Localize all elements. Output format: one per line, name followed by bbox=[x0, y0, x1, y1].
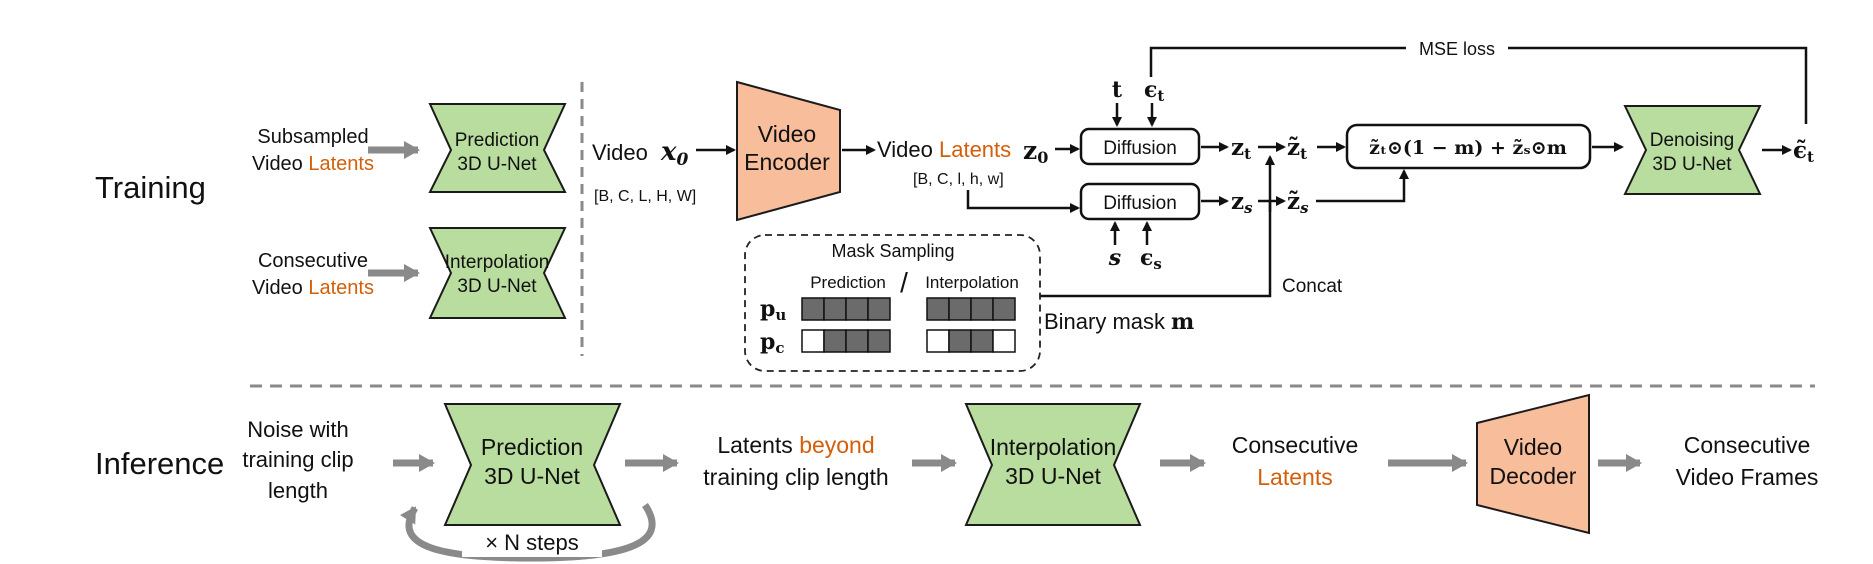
beyond-line1: Latents beyond bbox=[717, 432, 874, 458]
training-interpolation-unet-line2: 3D U-Net bbox=[457, 276, 537, 297]
training-interpolation-unet: Interpolation 3D U-Net bbox=[428, 227, 567, 319]
video-shape-label: [B, C, L, H, W] bbox=[594, 188, 696, 205]
mask-cell-pu-interpolation-0 bbox=[926, 297, 950, 321]
t-symbol: t bbox=[1112, 77, 1123, 103]
video-input-label: Video bbox=[592, 140, 648, 165]
eps-tilde-output: ϵ̃t bbox=[1793, 137, 1814, 166]
inference-section-label: Inference bbox=[95, 446, 224, 481]
noise-line3: length bbox=[268, 478, 328, 503]
mask-cell-pu-interpolation-1 bbox=[948, 297, 972, 321]
inference-interp-line1: Interpolation bbox=[990, 434, 1117, 460]
consec-latents-line1: Consecutive bbox=[1232, 432, 1359, 458]
zt-symbol: zt bbox=[1231, 134, 1251, 163]
pu-label: pu bbox=[760, 296, 786, 324]
video-decoder-line1: Video bbox=[1504, 434, 1562, 460]
subsampled-label-line2: Video Latents bbox=[252, 153, 374, 175]
mask-prediction-label: Prediction bbox=[810, 273, 886, 292]
latents-shape-label: [B, C, l, h, w] bbox=[913, 171, 1004, 188]
video-encoder-line2: Encoder bbox=[744, 149, 830, 175]
mask-cell-pu-prediction-3 bbox=[867, 297, 891, 321]
training-interpolation-unet-line1: Interpolation bbox=[445, 252, 550, 273]
mask-cells bbox=[801, 297, 1016, 353]
mask-cell-pc-prediction-2 bbox=[845, 329, 869, 353]
zs-tilde-symbol: z̃s bbox=[1287, 188, 1309, 217]
mask-cell-pc-interpolation-3 bbox=[992, 329, 1016, 353]
mask-sampling-title: Mask Sampling bbox=[831, 241, 954, 261]
training-prediction-unet-line2: 3D U-Net bbox=[457, 154, 537, 175]
noise-line1: Noise with bbox=[247, 417, 348, 442]
z0-to-lower-diffusion-arrow bbox=[966, 190, 1080, 213]
inference-prediction-line2: 3D U-Net bbox=[484, 463, 580, 489]
latents-z0-variable: z0 bbox=[1023, 136, 1048, 167]
zstilde-to-combine-arrow bbox=[1316, 169, 1409, 203]
pc-label: pc bbox=[760, 329, 785, 357]
mask-cell-pu-interpolation-3 bbox=[992, 297, 1016, 321]
video-decoder-line2: Decoder bbox=[1490, 463, 1577, 489]
combine-formula-text: z̃ₜ⊙(1 − m) + z̃ₛ⊙m bbox=[1369, 137, 1567, 159]
consecutive-label-line1: Consecutive bbox=[258, 250, 368, 272]
diffusion-top-label: Diffusion bbox=[1103, 138, 1177, 159]
subsampled-label-line1: Subsampled bbox=[257, 126, 368, 148]
consec-latents-line2: Latents bbox=[1257, 464, 1332, 490]
diffusion-box-bottom: Diffusion bbox=[1079, 182, 1201, 221]
video-encoder-line1: Video bbox=[758, 121, 816, 147]
diffusion-box-top: Diffusion bbox=[1079, 127, 1201, 166]
frames-line2: Video Frames bbox=[1676, 464, 1819, 490]
mask-cell-pc-prediction-3 bbox=[867, 329, 891, 353]
mse-loop-right bbox=[1508, 46, 1808, 124]
mask-cell-pu-prediction-0 bbox=[801, 297, 825, 321]
denoising-unet-line1: Denoising bbox=[1650, 130, 1735, 151]
mask-cell-pu-prediction-2 bbox=[845, 297, 869, 321]
training-section-label: Training bbox=[95, 170, 206, 205]
training-prediction-unet-line1: Prediction bbox=[455, 130, 540, 151]
mask-cell-pc-interpolation-1 bbox=[948, 329, 972, 353]
mse-loss-label: MSE loss bbox=[1419, 39, 1495, 59]
zt-tilde-symbol: z̃t bbox=[1287, 134, 1307, 163]
frames-line1: Consecutive bbox=[1684, 432, 1811, 458]
combine-formula-box: z̃ₜ⊙(1 − m) + z̃ₛ⊙m bbox=[1345, 123, 1592, 170]
mask-slash: / bbox=[900, 267, 908, 298]
noise-line2: training clip bbox=[242, 447, 353, 472]
diffusion-bottom-label: Diffusion bbox=[1103, 193, 1177, 214]
denoising-unet-line2: 3D U-Net bbox=[1652, 154, 1732, 175]
concat-label: Concat bbox=[1282, 276, 1343, 297]
mask-cell-pc-prediction-1 bbox=[823, 329, 847, 353]
mask-concat-line bbox=[1040, 155, 1275, 298]
mask-cell-pc-interpolation-0 bbox=[926, 329, 950, 353]
inference-interp-line2: 3D U-Net bbox=[1005, 463, 1101, 489]
eps-t-symbol: ϵt bbox=[1144, 77, 1164, 105]
consecutive-label-line2: Video Latents bbox=[252, 277, 374, 299]
mask-cell-pu-prediction-1 bbox=[823, 297, 847, 321]
training-prediction-unet: Prediction 3D U-Net bbox=[428, 103, 567, 193]
n-steps-loop-arrow bbox=[399, 503, 656, 562]
mask-cell-pu-interpolation-2 bbox=[970, 297, 994, 321]
mse-loop-left bbox=[1149, 46, 1406, 77]
eps-s-symbol: ϵs bbox=[1140, 245, 1162, 273]
mask-cell-pc-interpolation-2 bbox=[970, 329, 994, 353]
inference-prediction-line1: Prediction bbox=[481, 434, 583, 460]
denoising-unet: Denoising 3D U-Net bbox=[1623, 105, 1762, 195]
mask-interpolation-label: Interpolation bbox=[925, 273, 1019, 292]
loop-label-bg bbox=[462, 527, 602, 557]
video-decoder: Video Decoder bbox=[1476, 393, 1590, 535]
n-steps-label: × N steps bbox=[485, 530, 579, 555]
video-input-variable: x0 bbox=[660, 137, 689, 170]
beyond-line2: training clip length bbox=[703, 464, 888, 490]
video-encoder: Video Encoder bbox=[736, 80, 841, 222]
mask-cell-pc-prediction-0 bbox=[801, 329, 825, 353]
video-latents-label: Video Latents bbox=[877, 137, 1011, 162]
inference-prediction-unet: Prediction 3D U-Net bbox=[443, 403, 622, 526]
zs-symbol: zs bbox=[1231, 188, 1253, 217]
s-symbol: s bbox=[1108, 245, 1121, 271]
inference-interpolation-unet: Interpolation 3D U-Net bbox=[964, 403, 1142, 526]
